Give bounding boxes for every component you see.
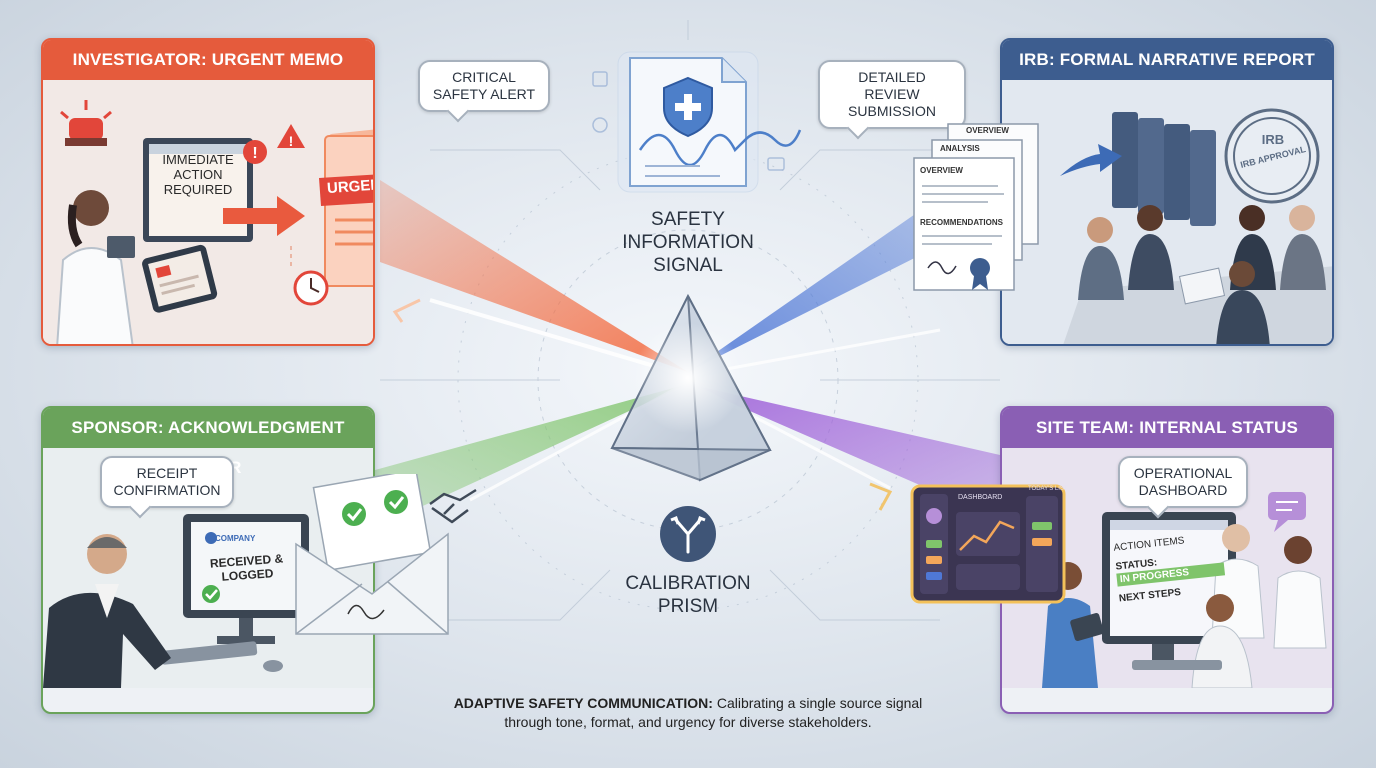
doc-label-analysis: ANALYSIS [940, 144, 980, 153]
doc-label-recommendations: RECOMMENDATIONS [920, 218, 1003, 227]
arrow-right-icon [869, 482, 893, 511]
caption-line2: through tone, format, and urgency for di… [504, 714, 872, 730]
immediate-action-text: IMMEDIATE ACTION REQUIRED [151, 152, 245, 197]
doc-label-overview-top: OVERVIEW [966, 126, 1009, 135]
forward-arrow-icon [1060, 144, 1122, 176]
operational-bubble: OPERATIONAL DASHBOARD [1118, 456, 1248, 508]
dashboard-tab: DASHBOARD [958, 494, 1003, 501]
committee-members [1078, 205, 1326, 344]
urgent-documents [319, 125, 373, 287]
critical-alert-bubble: CRITICAL SAFETY ALERT [418, 60, 550, 112]
seal-top: IRB [1261, 132, 1285, 147]
ribbon-seal-icon [970, 258, 990, 278]
irb-seal-icon [1224, 108, 1320, 204]
dashboard-device [910, 484, 1066, 604]
red-beam [380, 180, 688, 372]
infographic-caption: ADAPTIVE SAFETY COMMUNICATION: Calibrati… [360, 694, 1016, 732]
signal-label-line1: SAFETY [651, 209, 725, 230]
investigator-panel: ! [41, 38, 375, 346]
prism-label-line1: CALIBRATION [625, 573, 751, 594]
screen-line-2: ACTION [173, 167, 223, 182]
safety-signal-document [617, 51, 802, 193]
trend-chart-icon [959, 520, 1015, 551]
screen-line-1: IMMEDIATE [162, 152, 234, 167]
sponsor-header: SPONSOR: ACKNOWLEDGMENT LETTER [43, 408, 373, 477]
signal-wave-icon [638, 129, 802, 167]
binders-icon [1112, 112, 1216, 226]
green-beam [375, 384, 688, 528]
status-screen-text: ACTION ITEMS STATUS: IN PROGRESS NEXT ST… [1113, 531, 1227, 606]
signature-icon [347, 604, 385, 620]
signal-label: SAFETY INFORMATION SIGNAL [588, 208, 788, 277]
prism-label: CALIBRATION PRISM [598, 572, 778, 618]
alert-badge-icon [243, 140, 267, 164]
operational-text: OPERATIONAL DASHBOARD [1133, 465, 1233, 498]
investigator-header: INVESTIGATOR: URGENT MEMO [43, 40, 373, 80]
caption-title: ADAPTIVE SAFETY COMMUNICATION: [453, 695, 713, 711]
alarm-clock-icon [293, 270, 329, 306]
tablet-icon [142, 244, 218, 313]
critical-alert-text: CRITICAL SAFETY ALERT [432, 69, 536, 102]
caption-line1: Calibrating a single source signal [712, 695, 923, 711]
report-documents [913, 123, 1039, 291]
check-icon [384, 490, 408, 514]
signal-glow [633, 323, 743, 433]
irb-illustration [1002, 80, 1332, 344]
check-icon [202, 585, 220, 603]
circuit-lines [380, 20, 1000, 621]
irb-header: IRB: FORMAL NARRATIVE REPORT [1002, 40, 1332, 80]
sponsor-figure [43, 534, 171, 688]
prism-label-line2: PRISM [657, 596, 719, 617]
receipt-bubble: RECEIPT CONFIRMATION [100, 456, 234, 508]
acknowledgment-envelope [295, 474, 477, 635]
check-icon [342, 502, 366, 526]
detailed-review-text: DETAILED REVIEW SUBMISSION [848, 69, 936, 119]
irb-panel: IRB: FORMAL NARRATIVE REPORT IRB IRB APP… [1000, 38, 1334, 346]
handshake-icon [429, 488, 477, 524]
urgent-stamp: URGENT [326, 175, 375, 198]
doc-label-overview: OVERVIEW [920, 166, 963, 175]
detailed-review-bubble: DETAILED REVIEW SUBMISSION [818, 60, 966, 129]
svg-text:!: ! [252, 145, 257, 162]
svg-text:!: ! [289, 133, 294, 149]
dashboard-tab-2: TODAY'S LIST [1028, 486, 1068, 492]
receipt-text: RECEIPT CONFIRMATION [113, 465, 221, 498]
calibration-icon [660, 506, 716, 562]
company-logo-text: COMPANY [215, 534, 256, 543]
screen-line-3: REQUIRED [163, 182, 233, 197]
signal-label-line2: INFORMATION [622, 232, 754, 253]
siren-icon [60, 100, 112, 146]
signal-label-line3: SIGNAL [653, 255, 723, 276]
warning-icons [277, 124, 305, 148]
investigator-figure [56, 190, 135, 344]
arrow-right-icon [223, 196, 305, 236]
avatar [926, 508, 942, 524]
sponsor-monitor [183, 514, 309, 644]
signature-icon [927, 261, 957, 275]
site-team-figures [1042, 524, 1327, 688]
arrow-left-icon [392, 298, 421, 323]
site-team-header: SITE TEAM: INTERNAL STATUS UPDATE [1002, 408, 1332, 477]
investigator-illustration: ! [43, 80, 373, 344]
chat-icon [1268, 492, 1306, 532]
